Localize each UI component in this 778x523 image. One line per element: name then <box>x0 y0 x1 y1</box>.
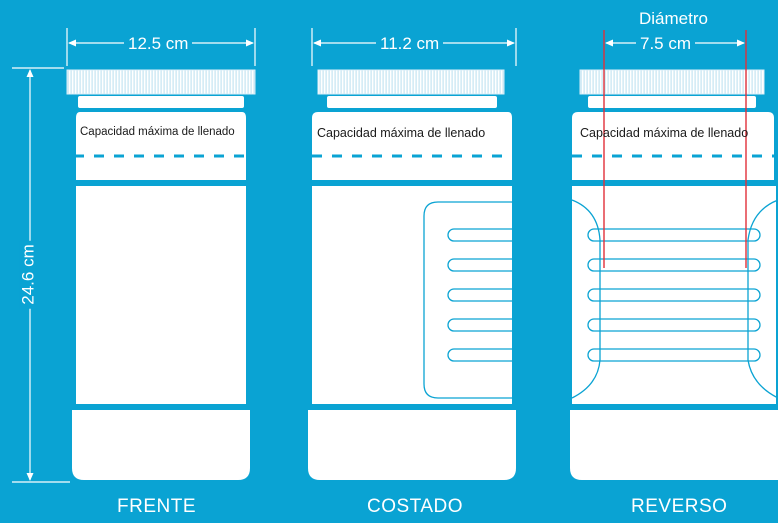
front-capacity-label: Capacidad máxima de llenado <box>80 126 235 138</box>
side-body <box>312 186 512 404</box>
side-grip-panel <box>423 201 512 399</box>
front-shoulder <box>76 112 246 180</box>
front-base <box>72 410 250 480</box>
dimension-front-width <box>66 28 256 66</box>
side-cap <box>317 69 505 95</box>
side-grip-ridges <box>447 228 512 362</box>
height-label: 24.6 cm <box>19 240 38 309</box>
diameter-value-label: 7.5 cm <box>636 35 696 52</box>
back-capacity-label: Capacidad máxima de llenado <box>580 126 749 140</box>
back-bottle <box>570 30 778 480</box>
back-base <box>570 410 778 480</box>
side-shoulder <box>312 112 512 180</box>
back-shoulder <box>572 112 774 180</box>
diameter-lines <box>603 30 747 268</box>
front-body <box>76 186 246 404</box>
side-width-label: 11.2 cm <box>376 35 444 52</box>
front-view-label: FRENTE <box>117 496 196 517</box>
side-view-label: COSTADO <box>367 496 464 517</box>
front-cap <box>66 69 256 95</box>
side-neck <box>327 96 497 108</box>
side-base <box>308 410 516 480</box>
back-body <box>572 186 776 404</box>
front-neck <box>78 96 244 108</box>
side-capacity-label: Capacidad máxima de llenado <box>317 126 486 140</box>
back-neck <box>588 96 756 108</box>
front-bottle <box>66 69 256 480</box>
back-view-label: REVERSO <box>631 496 728 517</box>
back-cap <box>579 69 765 95</box>
front-width-label: 12.5 cm <box>124 35 193 52</box>
diameter-title-label: Diámetro <box>639 9 708 28</box>
back-grip-ridges <box>587 228 761 362</box>
back-grip-right <box>747 199 778 399</box>
side-bottle <box>308 69 516 480</box>
back-grip-left <box>571 199 601 399</box>
